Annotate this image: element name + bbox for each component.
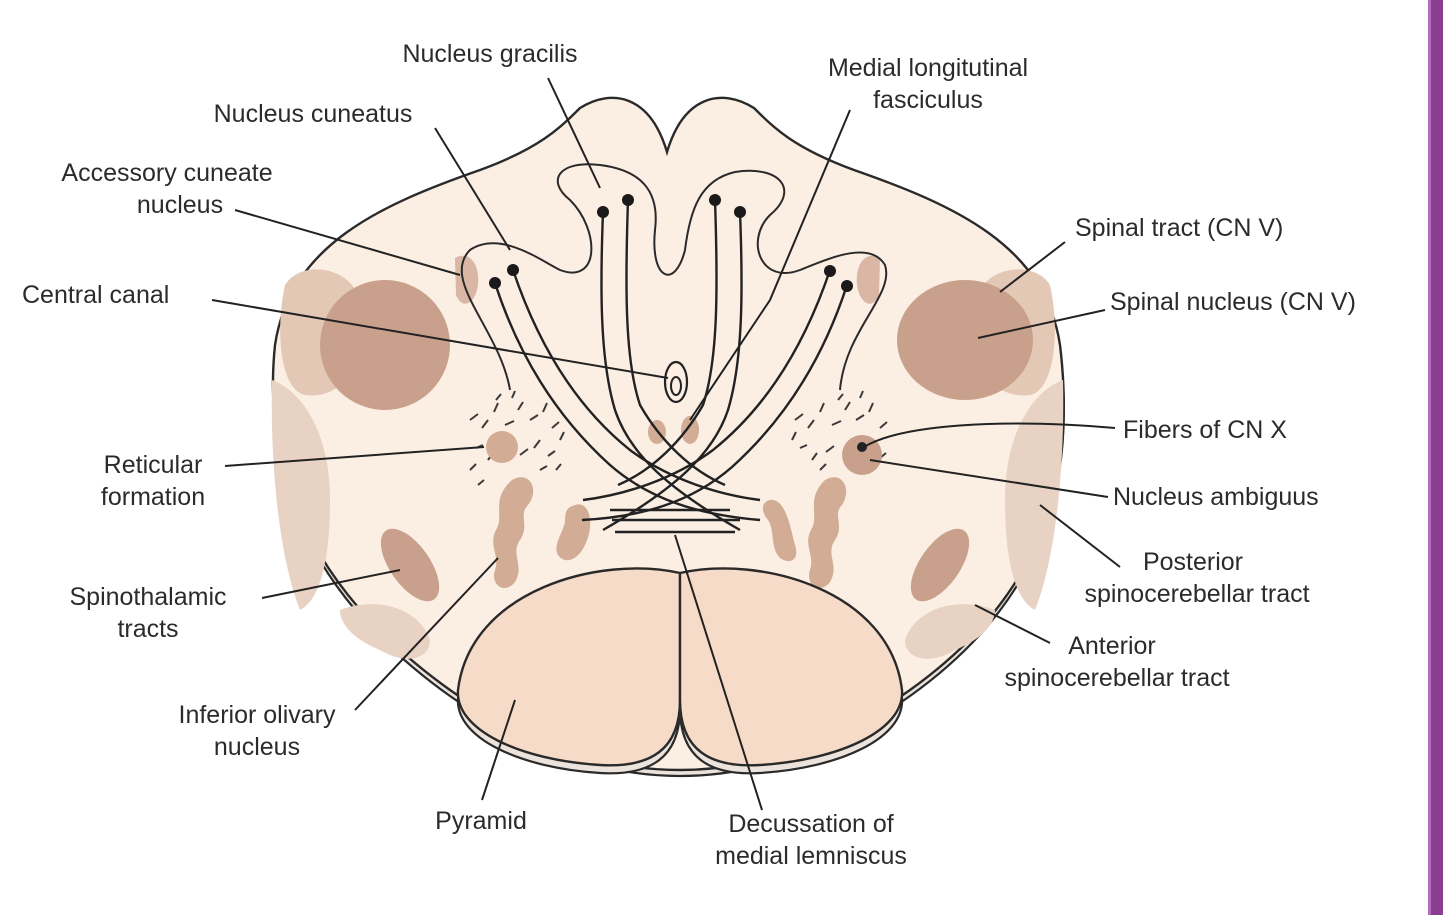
label-reticular-line2: formation [101,483,205,511]
fiber-nuclei-dots [489,194,853,292]
spinal-nucleus-left [320,280,450,410]
label-posterior-scb-line1: Posterior [1143,548,1243,576]
label-fibers-cn-x: Fibers of CN X [1123,416,1287,444]
label-nucleus-cuneatus: Nucleus cuneatus [214,100,413,128]
spinothalamic-left [380,528,440,602]
label-accessory-cuneate-line1: Accessory cuneate [61,159,272,187]
leader-lines [211,77,1121,811]
label-decussation-line2: medial lemniscus [715,842,907,870]
label-inferior-olivary-line1: Inferior olivary [179,701,336,729]
reticular-nucleus-left [486,431,518,463]
label-anterior-scb-line2: spinocerebellar tract [1004,664,1229,692]
label-posterior-scb-line2: spinocerebellar tract [1084,580,1309,608]
label-decussation-line1: Decussation of [728,810,893,838]
label-nucleus-ambiguus: Nucleus ambiguus [1113,483,1319,511]
label-spinothalamic-line1: Spinothalamic [69,583,226,611]
right-lateral-tracts [856,255,1064,659]
label-inferior-olivary-line2: nucleus [214,733,300,761]
label-nucleus-gracilis: Nucleus gracilis [402,40,577,68]
internal-arcuate-fibers [493,199,849,534]
label-mlf-line1: Medial longitutinal [828,54,1028,82]
label-spinal-nucleus: Spinal nucleus (CN V) [1110,288,1356,316]
label-pyramid: Pyramid [435,807,527,835]
slide-accent-bar [1428,0,1443,915]
central-canal [663,360,689,404]
label-central-canal: Central canal [22,281,169,309]
label-accessory-cuneate-line2: nucleus [137,191,223,219]
left-lateral-tracts [271,255,479,659]
dorsal-gray-matter [460,163,888,391]
label-spinothalamic-line2: tracts [117,615,178,643]
nucleus-ambiguus [842,435,882,475]
labels: Nucleus gracilis Medial longitutinal fas… [22,40,1356,870]
spinal-nucleus-right [897,280,1033,400]
reticular-formation [469,390,888,486]
label-mlf-line2: fasciculus [873,86,983,114]
spinothalamic-right [910,528,970,602]
label-anterior-scb-line1: Anterior [1068,632,1156,660]
label-spinal-tract: Spinal tract (CN V) [1075,214,1283,242]
cn-x-fiber-origin [857,442,867,452]
label-reticular-line1: Reticular [104,451,203,479]
